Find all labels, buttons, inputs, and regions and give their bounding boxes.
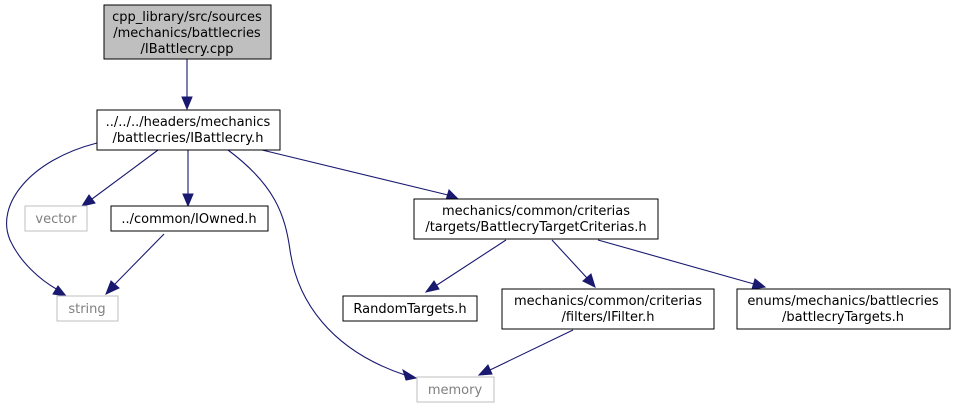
edge-root-to-ibattlecry-h [181,59,193,111]
node-string-label: string [68,302,105,317]
edge-ibattlecry-h-to-string [6,142,98,297]
edge-criterias-to-random-targets [424,239,507,293]
node-root-line-3: /IBattlecry.cpp [140,42,233,57]
node-ifilter-line-2: /filters/IFilter.h [562,310,655,325]
node-ibattlecry-h-line-2: /battlecries/IBattlecry.h [113,131,264,146]
node-memory[interactable]: memory [416,376,495,403]
node-criterias-line-2: /targets/BattlecryTargetCriterias.h [425,220,646,235]
node-ifilter-line-1: mechanics/common/criterias [514,294,702,309]
edge-ibattlecry-h-to-criterias [261,149,460,201]
node-iowned-label: ../common/IOwned.h [121,212,256,227]
node-criterias-line-1: mechanics/common/criterias [442,204,630,219]
node-random-targets-label: RandomTargets.h [353,302,466,317]
edge-ifilter-to-memory [477,329,574,376]
node-ibattlecry-h-line-1: ../../../headers/mechanics [106,115,271,130]
edge-iowned-to-string [105,233,165,295]
node-criterias[interactable]: mechanics/common/criterias /targets/Batt… [413,198,659,240]
node-ifilter[interactable]: mechanics/common/criterias /filters/IFil… [501,288,715,330]
edge-ibattlecry-h-to-iowned [182,150,194,208]
edge-criterias-to-battlecry-targets [597,239,767,290]
node-iowned[interactable]: ../common/IOwned.h [110,205,269,232]
edge-criterias-to-ifilter [551,239,596,288]
node-string[interactable]: string [56,295,119,322]
edge-ibattlecry-h-to-vector [80,149,159,207]
node-root-line-2: /mechanics/battlecries [113,26,261,41]
node-battlecry-targets-line-2: /battlecryTargets.h [782,310,904,325]
node-root-file[interactable]: cpp_library/src/sources /mechanics/battl… [103,4,272,60]
node-vector-label: vector [35,212,77,227]
node-battlecry-targets[interactable]: enums/mechanics/battlecries /battlecryTa… [736,288,951,330]
node-vector[interactable]: vector [24,205,88,232]
node-battlecry-targets-line-1: enums/mechanics/battlecries [747,294,939,309]
edge-ibattlecry-h-to-memory [227,149,418,381]
node-random-targets[interactable]: RandomTargets.h [342,295,478,322]
node-memory-label: memory [428,383,483,398]
node-ibattlecry-h[interactable]: ../../../headers/mechanics /battlecries/… [96,109,281,151]
node-root-line-1: cpp_library/src/sources [112,10,262,25]
